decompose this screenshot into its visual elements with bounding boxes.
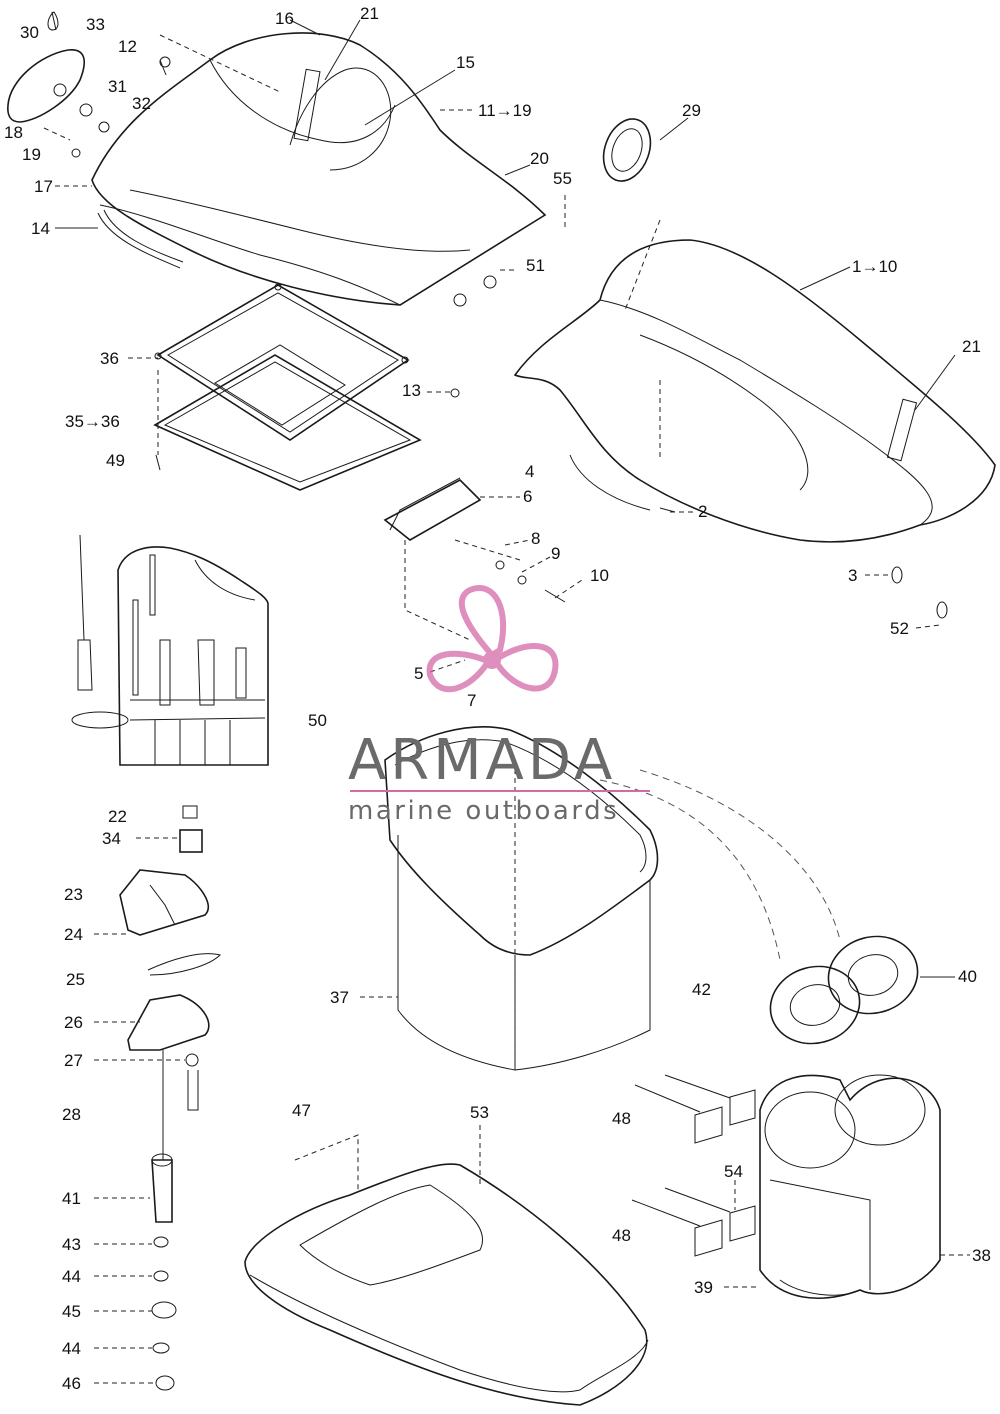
hardware-misc: [450, 275, 948, 619]
callout-8: 8: [531, 529, 541, 548]
callout-53: 53: [470, 1103, 489, 1122]
callout-44a: 44: [62, 1267, 81, 1286]
tool-kit-part: [71, 534, 269, 766]
callout-28: 28: [62, 1105, 81, 1124]
callout-31: 31: [108, 77, 127, 96]
storage-bin-part: [384, 726, 659, 1071]
callout-52: 52: [890, 619, 909, 638]
callout-44b: 44: [62, 1339, 81, 1358]
callout-32: 32: [132, 94, 151, 113]
callout-10: 10: [590, 566, 609, 585]
callout-19: 19: [22, 145, 41, 164]
callout-38: 38: [972, 1246, 991, 1265]
hatch-lid-part: [244, 1125, 649, 1406]
callout-1-10: 1→10: [852, 257, 898, 276]
callout-27: 27: [64, 1051, 83, 1070]
callout-12: 12: [118, 37, 137, 56]
front-seat-part: [91, 32, 547, 306]
callout-55: 55: [553, 169, 572, 188]
callout-20: 20: [530, 149, 549, 168]
callout-35-36: 35→36: [65, 412, 120, 431]
callout-17: 17: [34, 177, 53, 196]
callout-9: 9: [551, 544, 561, 563]
latch-assembly-part: [119, 805, 221, 1391]
callout-21b: 21: [962, 337, 981, 356]
callout-50: 50: [308, 711, 327, 730]
latch-bracket-part: [383, 477, 566, 641]
callout-47: 47: [292, 1101, 311, 1120]
callout-46: 46: [62, 1374, 81, 1393]
callout-33: 33: [86, 15, 105, 34]
callout-18: 18: [4, 123, 23, 142]
mounting-brackets-part: [631, 1074, 756, 1257]
callout-26: 26: [64, 1013, 83, 1032]
callout-3: 3: [848, 566, 858, 585]
callout-49: 49: [106, 451, 125, 470]
gauge-housing-part: [759, 1074, 941, 1299]
callout-11-19: 11→19: [478, 101, 532, 120]
callout-43: 43: [62, 1235, 81, 1254]
callout-36: 36: [100, 349, 119, 368]
callout-42: 42: [692, 980, 711, 999]
callout-29: 29: [682, 101, 701, 120]
callout-24: 24: [64, 925, 83, 944]
callout-14: 14: [31, 219, 50, 238]
leader-lines: [55, 19, 970, 1384]
callout-7: 7: [467, 691, 477, 710]
callout-48a: 48: [612, 1109, 631, 1128]
grab-handle-part: [7, 11, 85, 123]
propeller-logo-icon: [426, 585, 559, 693]
seal-ring-part: [602, 118, 652, 182]
callout-51: 51: [526, 256, 545, 275]
callout-45: 45: [62, 1302, 81, 1321]
watermark-title: ARMADA: [348, 728, 617, 793]
callout-25: 25: [66, 970, 85, 989]
watermark-divider: [350, 790, 650, 792]
callout-40: 40: [958, 967, 977, 986]
seat-strap-part: [97, 209, 184, 269]
callout-5: 5: [414, 664, 424, 683]
callout-41: 41: [62, 1189, 81, 1208]
callout-22: 22: [108, 807, 127, 826]
gasket-frame-part: [153, 283, 422, 491]
callout-23: 23: [64, 885, 83, 904]
callout-37: 37: [330, 988, 349, 1007]
callout-39: 39: [694, 1278, 713, 1297]
gauge-ring-part: [599, 769, 919, 1045]
callout-54: 54: [724, 1162, 743, 1181]
callout-16: 16: [275, 9, 294, 28]
callout-13: 13: [402, 381, 421, 400]
callout-6: 6: [523, 487, 533, 506]
callout-34: 34: [102, 829, 121, 848]
callout-30: 30: [20, 23, 39, 42]
callout-2: 2: [698, 502, 708, 521]
fasteners-top-left: [43, 56, 171, 158]
watermark-subtitle: marine outboards: [348, 796, 620, 826]
callout-4: 4: [525, 462, 535, 481]
callout-21: 21: [360, 4, 379, 23]
callout-15: 15: [456, 53, 475, 72]
callout-48b: 48: [612, 1226, 631, 1245]
rear-seat-part: [513, 219, 996, 543]
